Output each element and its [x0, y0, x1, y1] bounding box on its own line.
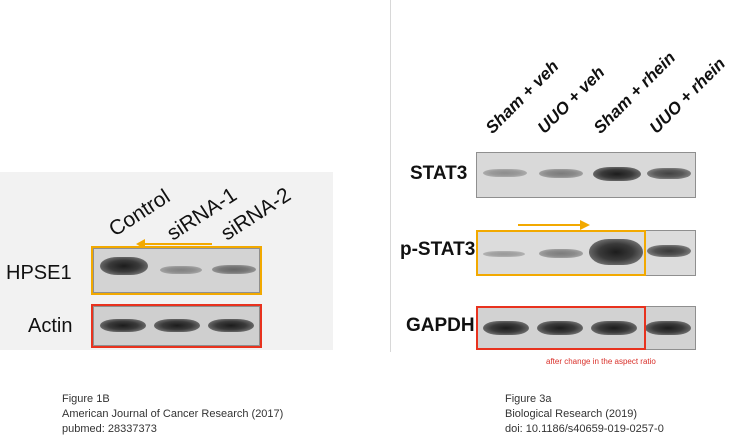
band [591, 321, 637, 335]
caption-id: doi: 10.1186/s40659-019-0257-0 [505, 423, 664, 435]
band [647, 168, 691, 179]
blot-hpse1 [93, 248, 260, 293]
band [100, 257, 148, 275]
band [212, 265, 256, 274]
band [593, 167, 641, 181]
band [645, 321, 691, 335]
left-caption: Figure 1B American Journal of Cancer Res… [62, 392, 283, 437]
band [539, 249, 583, 258]
band [483, 169, 527, 177]
band [647, 245, 691, 257]
band [154, 319, 200, 332]
right-arrow-icon [518, 220, 590, 230]
gapdh-highlight-box [476, 306, 646, 350]
p-stat3-highlight-box [476, 230, 646, 276]
right-caption: Figure 3a Biological Research (2019) doi… [505, 392, 664, 437]
blot-stat3 [476, 152, 696, 198]
row-label-stat3: STAT3 [410, 163, 468, 184]
band [537, 321, 583, 335]
row-label-actin: Actin [28, 315, 73, 337]
row-label-gapdh: GAPDH [406, 315, 475, 336]
band [483, 321, 529, 335]
caption-journal: American Journal of Cancer Research (201… [62, 408, 284, 420]
caption-figure-label: Figure 1B [62, 393, 110, 405]
blot-gapdh [476, 306, 696, 350]
actin-highlight-box [91, 304, 262, 348]
figure-divider [390, 0, 391, 352]
band [100, 319, 146, 332]
band [589, 239, 643, 265]
row-label-p-stat3: p-STAT3 [400, 239, 476, 260]
band [539, 169, 583, 178]
caption-journal: Biological Research (2019) [505, 408, 638, 420]
caption-figure-label: Figure 3a [505, 393, 552, 405]
aspect-ratio-note: after change in the aspect ratio [546, 357, 656, 366]
caption-id: pubmed: 28337373 [62, 423, 157, 435]
row-label-hpse1: HPSE1 [6, 262, 72, 284]
band [483, 251, 525, 257]
hpse1-highlight-box [91, 246, 262, 295]
band [208, 319, 254, 332]
band [160, 266, 202, 274]
blot-actin [93, 306, 260, 346]
